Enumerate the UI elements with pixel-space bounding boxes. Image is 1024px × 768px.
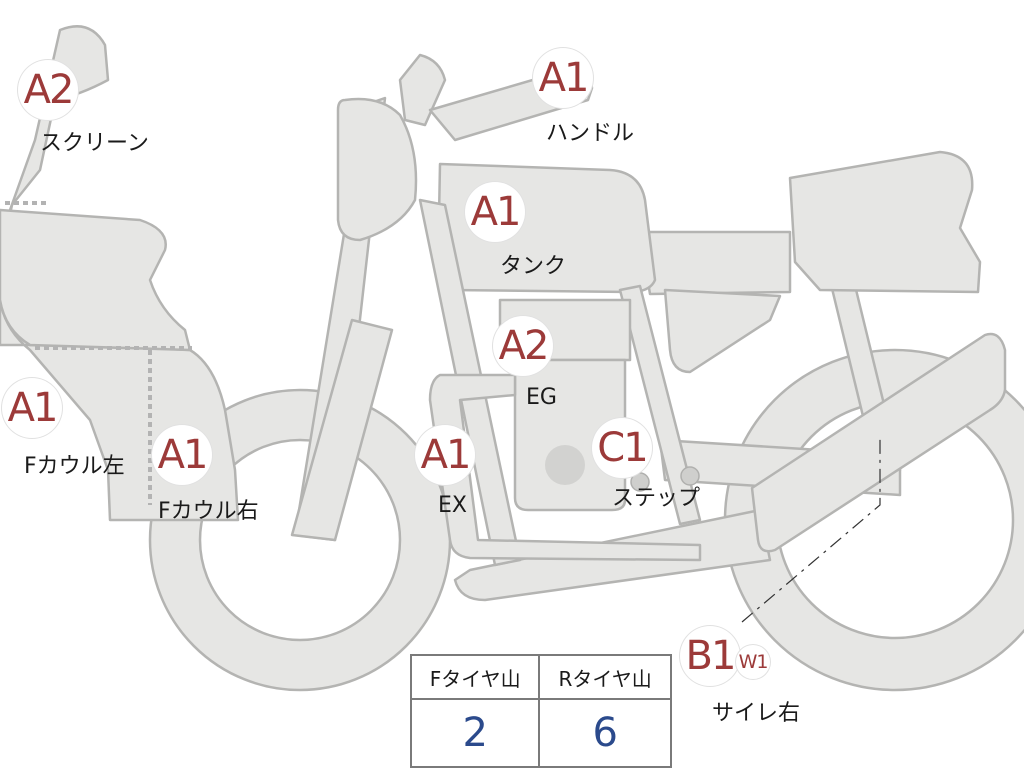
exhaust-label: EX [438, 493, 467, 518]
step-label: ステップ [612, 486, 701, 511]
silencer-right-sub-grade-badge: W1 [736, 645, 770, 679]
front-tire-tread-header: Fタイヤ山 [409, 654, 541, 700]
handle-label: ハンドル [546, 121, 635, 146]
exhaust-pipe [428, 373, 702, 562]
cowl-panel [0, 208, 192, 352]
front-wheel-inner [198, 438, 402, 642]
engine-block [513, 358, 627, 512]
fcowl-left-label: Fカウル左 [24, 454, 125, 479]
frame-rear-tube [618, 284, 702, 526]
rear-tire-tread-value: 6 [538, 698, 672, 768]
silencer-leader-line [741, 435, 881, 623]
fcowl-right-grade-badge: A1 [152, 425, 212, 485]
step-peg-right [680, 466, 700, 486]
seat [638, 230, 792, 296]
rear-seat [788, 150, 982, 294]
tank-grade-badge: A1 [465, 182, 525, 242]
side-cover [663, 288, 782, 374]
tire-tread-table: Fタイヤ山 Rタイヤ山 2 6 [409, 654, 672, 768]
front-tire-tread-value: 2 [409, 698, 541, 768]
screen-label: スクリーン [40, 131, 149, 156]
engine-grade-badge: A2 [493, 316, 553, 376]
step-peg-left [630, 472, 650, 492]
fork-leg [290, 318, 394, 542]
headlight [336, 97, 418, 242]
fcowl-right-label: Fカウル右 [158, 499, 259, 524]
silencer-right-label: サイレ右 [712, 701, 801, 726]
engine-cover [545, 445, 585, 485]
fcowl-left-grade-badge: A1 [2, 378, 62, 438]
handle-grade-badge: A1 [533, 48, 593, 108]
exhaust-grade-badge: A1 [415, 425, 475, 485]
engine-label: EG [526, 385, 557, 410]
silencer [750, 332, 1007, 553]
tank-label: タンク [500, 254, 567, 279]
silencer-right-grade-badge: B1 [680, 626, 740, 686]
screen-grade-badge: A2 [18, 60, 78, 120]
step-grade-badge: C1 [592, 418, 652, 478]
rear-tire-tread-header: Rタイヤ山 [538, 654, 672, 700]
